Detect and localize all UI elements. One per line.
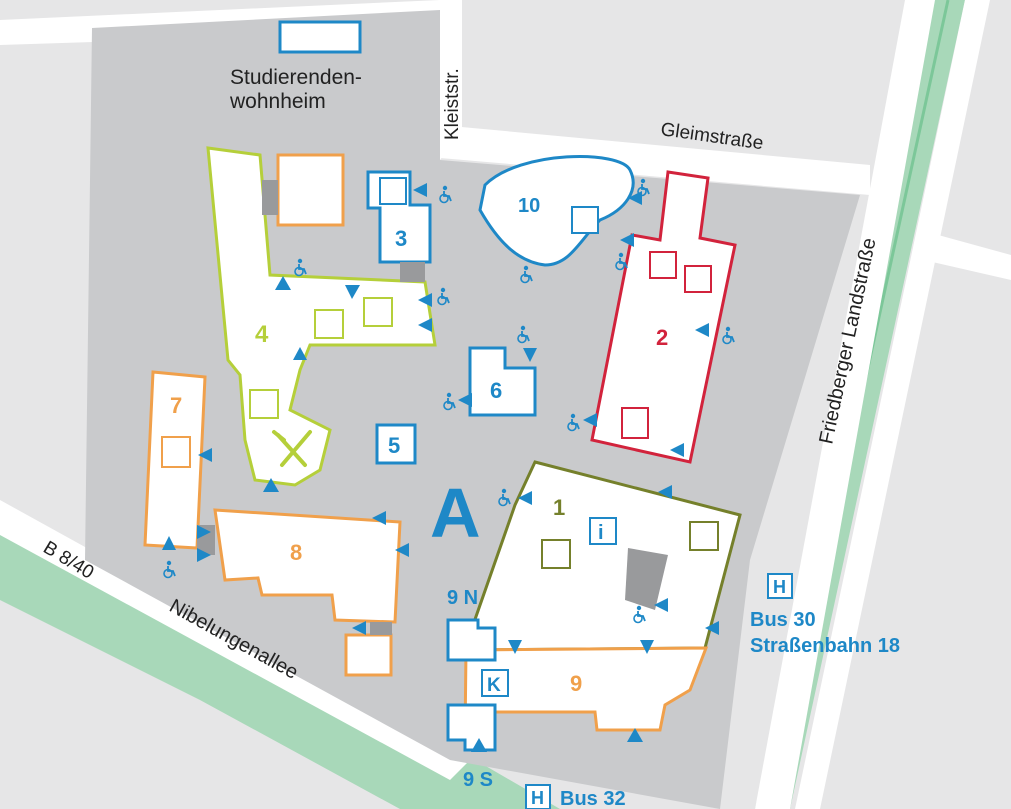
building-number-9[interactable]: 9 [570,671,582,696]
building-1-courtyard [625,548,668,610]
svg-text:K: K [487,675,501,696]
building-number-6[interactable]: 6 [490,378,502,403]
building-10 [478,154,635,267]
svg-text:H: H [773,577,786,597]
info-icon[interactable]: i [589,517,617,545]
building-letter-a[interactable]: A [430,474,481,552]
elevator-icon-orange [161,436,191,468]
building-5 [375,423,417,465]
elevator-icon-red [621,251,712,439]
street-label-kleiststr: Kleiststr. [442,68,463,140]
entrance-arrow-icon [162,183,719,752]
road-right [915,230,1011,280]
road-friedberger-2 [795,0,990,809]
building-6 [468,346,537,417]
building-number-10[interactable]: 10 [518,195,540,217]
transit-label-tram18: Straßenbahn 18 [750,635,900,657]
building-number-7[interactable]: 7 [170,393,182,418]
elevator-icon [379,177,599,234]
elevator-icon-olive [541,521,719,569]
transit-label-bus32: Bus 32 [560,788,626,809]
building-number-5[interactable]: 5 [388,433,400,458]
building-number-9n[interactable]: 9 N [447,587,478,609]
building-number-8[interactable]: 8 [290,540,302,565]
building-9n [446,618,497,662]
bus-stop-icon[interactable]: H [767,573,793,599]
dormitory-building [278,20,362,54]
svg-text:H: H [531,788,544,808]
transit-label-bus30: Bus 30 [750,609,816,631]
dormitory-label-line1: Studierenden- [230,66,362,89]
svg-text:i: i [598,522,604,544]
road-friedberger [755,0,935,809]
elevator-icon-green [249,297,393,419]
building-number-4[interactable]: 4 [255,321,269,348]
road-kleiststr [440,0,462,160]
dormitory-label-line2: wohnheim [229,90,326,113]
building-4-annex [276,153,345,227]
building-number-9s[interactable]: 9 S [463,769,493,791]
building-2 [590,170,737,464]
bus-stop-icon-32[interactable]: H [525,784,551,809]
building-number-2[interactable]: 2 [656,325,668,350]
cutlery-icon [272,430,312,467]
parking-icon[interactable]: K [481,669,509,697]
connector-8 [370,622,392,635]
building-number-1[interactable]: 1 [553,495,565,520]
building-9s [446,703,497,752]
road-gleimstrasse [440,125,870,195]
connector-4 [262,180,278,215]
connector-3 [400,262,425,282]
building-8-annex [344,633,393,677]
building-number-3[interactable]: 3 [395,226,407,251]
building-8 [213,508,402,624]
